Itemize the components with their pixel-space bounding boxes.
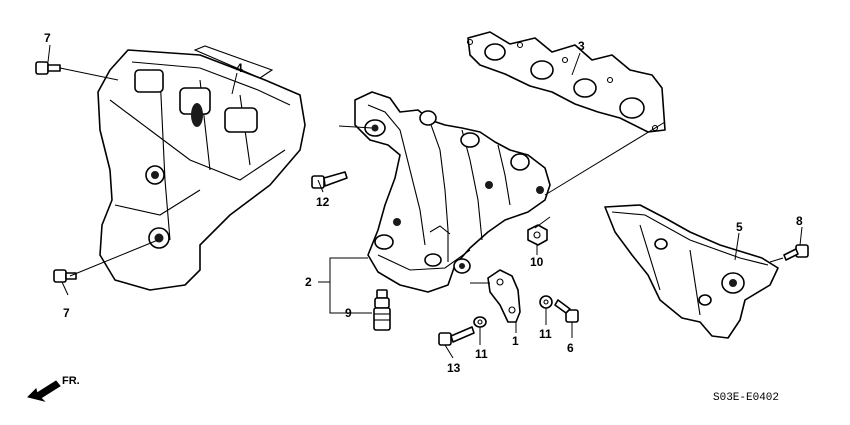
callout-12: 12 (316, 195, 330, 209)
bolt-12 (311, 171, 348, 189)
callout-8: 8 (796, 214, 803, 228)
manifold-gasket (466, 31, 666, 133)
leader-lines (47, 44, 803, 359)
callout-11-right: 11 (539, 327, 552, 341)
callout-1: 1 (512, 334, 519, 348)
front-label: FR. (62, 375, 80, 387)
bolt-13 (438, 326, 475, 346)
callout-11-left: 11 (475, 347, 488, 361)
bolt-6 (554, 299, 579, 323)
front-direction-arrow: FR. (27, 375, 80, 402)
callout-7-lower: 7 (63, 306, 70, 320)
lower-heat-shield (604, 204, 779, 339)
diagram-code: S03E-E0402 (713, 392, 779, 404)
callout-13: 13 (447, 361, 461, 375)
callout-5: 5 (736, 220, 743, 234)
nut-10 (527, 224, 548, 246)
exhaust-manifold (354, 91, 551, 293)
callout-2: 2 (305, 275, 312, 289)
callout-9: 9 (345, 306, 352, 320)
callout-7-upper: 7 (44, 31, 51, 45)
manifold-bracket (487, 269, 521, 323)
callout-3: 3 (578, 39, 585, 53)
oxygen-sensor (373, 289, 391, 331)
bolt-7-lower (53, 269, 77, 283)
bolt-7-upper (35, 61, 61, 75)
callout-10: 10 (530, 255, 544, 269)
upper-heat-shield (97, 45, 306, 291)
bolt-8 (783, 244, 809, 261)
callout-6: 6 (567, 341, 574, 355)
washer-11-left (473, 316, 487, 328)
callout-4: 4 (236, 61, 243, 75)
washer-11-right (539, 295, 553, 309)
